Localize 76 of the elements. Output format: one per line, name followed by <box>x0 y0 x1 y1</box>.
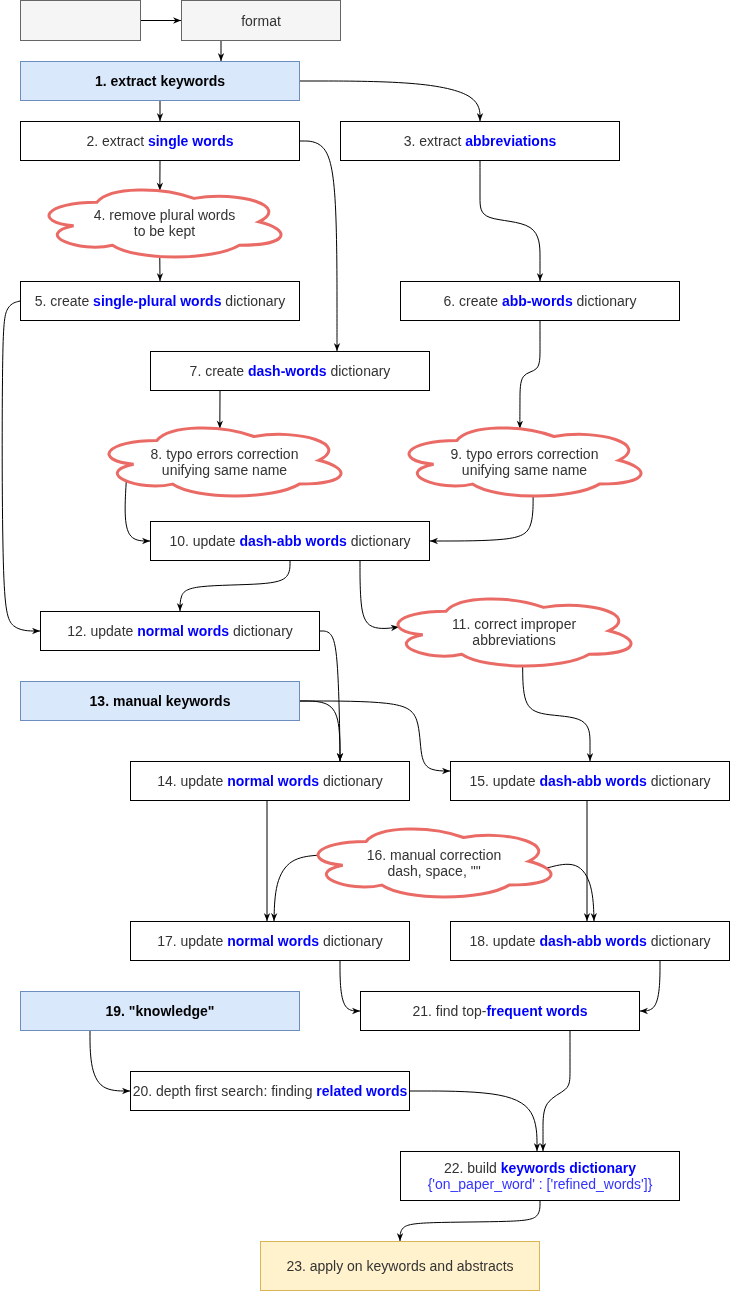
process-box <box>400 281 680 321</box>
arrow <box>156 160 164 191</box>
arrow <box>299 80 484 122</box>
step-label: 21. find top-frequent words <box>412 1003 588 1019</box>
cloud-note <box>316 827 552 898</box>
arrow <box>583 800 591 922</box>
arrow <box>539 1030 571 1152</box>
arrow <box>396 1200 541 1242</box>
process-box <box>20 281 300 321</box>
step-label: 20. depth first search: finding related words <box>132 1083 408 1099</box>
step-label: 17. update normal words dictionary <box>157 933 383 949</box>
arrow <box>156 255 164 282</box>
step-label: 10. update dash-abb words dictionary <box>169 533 411 549</box>
step-detail: {'on_paper_word' : ['refined_words']} <box>427 1176 653 1192</box>
step-label: 19. "knowledge" <box>105 1003 215 1019</box>
step-label: 23. apply on keywords and abstracts <box>286 1258 514 1274</box>
arrow <box>124 480 151 545</box>
process-box <box>130 761 410 801</box>
step-label: 14. update normal words dictionary <box>157 773 383 789</box>
arrow <box>409 1090 541 1152</box>
step-label: format <box>241 12 281 29</box>
arrow <box>299 140 341 352</box>
process-box <box>360 991 640 1031</box>
arrow <box>1 300 41 635</box>
start-step-box <box>20 991 300 1031</box>
process-box <box>150 521 430 561</box>
step-label: 4. remove plural words to be kept <box>92 207 237 239</box>
arrow <box>516 320 541 429</box>
arrow <box>429 495 534 545</box>
final-step-box <box>260 1241 540 1291</box>
step-label: 8. typo errors correction unifying same name <box>149 445 300 478</box>
cloud-note <box>396 597 632 667</box>
arrow <box>639 960 661 1015</box>
process-box <box>40 611 320 651</box>
start-step-box <box>20 61 300 101</box>
process-box <box>130 921 410 961</box>
process-box <box>130 1071 410 1111</box>
step-label: 1. extract keywords <box>95 73 225 89</box>
arrow <box>263 800 271 922</box>
step-label: 7. create dash-words dictionary <box>189 363 391 379</box>
process-box <box>20 121 300 161</box>
step-label: 3. extract abbreviations <box>403 133 557 149</box>
step-label: 9. typo errors correction unifying same name <box>449 445 600 478</box>
step-label: 6. create abb-words dictionary <box>443 293 637 309</box>
arrow <box>359 560 400 632</box>
step-label: 15. update dash-abb words dictionary <box>469 773 711 789</box>
start-step-box <box>20 681 300 721</box>
step-label: 16. manual correction dash, space, "" <box>365 846 503 879</box>
step-label: 12. update normal words dictionary <box>67 623 293 639</box>
arrow <box>271 854 319 922</box>
arrow <box>216 390 224 429</box>
arrow <box>339 960 361 1015</box>
arrow <box>89 1030 131 1095</box>
process-box <box>400 1151 680 1201</box>
step-label: 18. update dash-abb words dictionary <box>469 933 711 949</box>
arrow <box>217 40 225 62</box>
arrow <box>176 560 291 612</box>
cloud-note <box>407 426 642 497</box>
arrow <box>156 100 164 122</box>
source-box <box>181 0 341 41</box>
arrow <box>479 160 544 282</box>
arrow <box>140 17 182 24</box>
process-box <box>450 921 730 961</box>
step-label: 2. extract single words <box>86 133 234 149</box>
cloud-note <box>47 188 282 258</box>
arrow <box>522 665 594 762</box>
cloud-note <box>107 426 342 497</box>
step-label: 13. manual keywords <box>89 693 231 709</box>
process-box <box>150 351 430 391</box>
process-box <box>340 121 620 161</box>
source-box <box>20 0 141 41</box>
step-label: 5. create single-plural words dictionary <box>34 293 286 309</box>
process-box <box>450 761 730 801</box>
step-label: 11. correct improper abbreviations <box>450 616 578 648</box>
arrow <box>299 700 451 775</box>
step-label: 22. build keywords dictionary <box>443 1160 637 1176</box>
